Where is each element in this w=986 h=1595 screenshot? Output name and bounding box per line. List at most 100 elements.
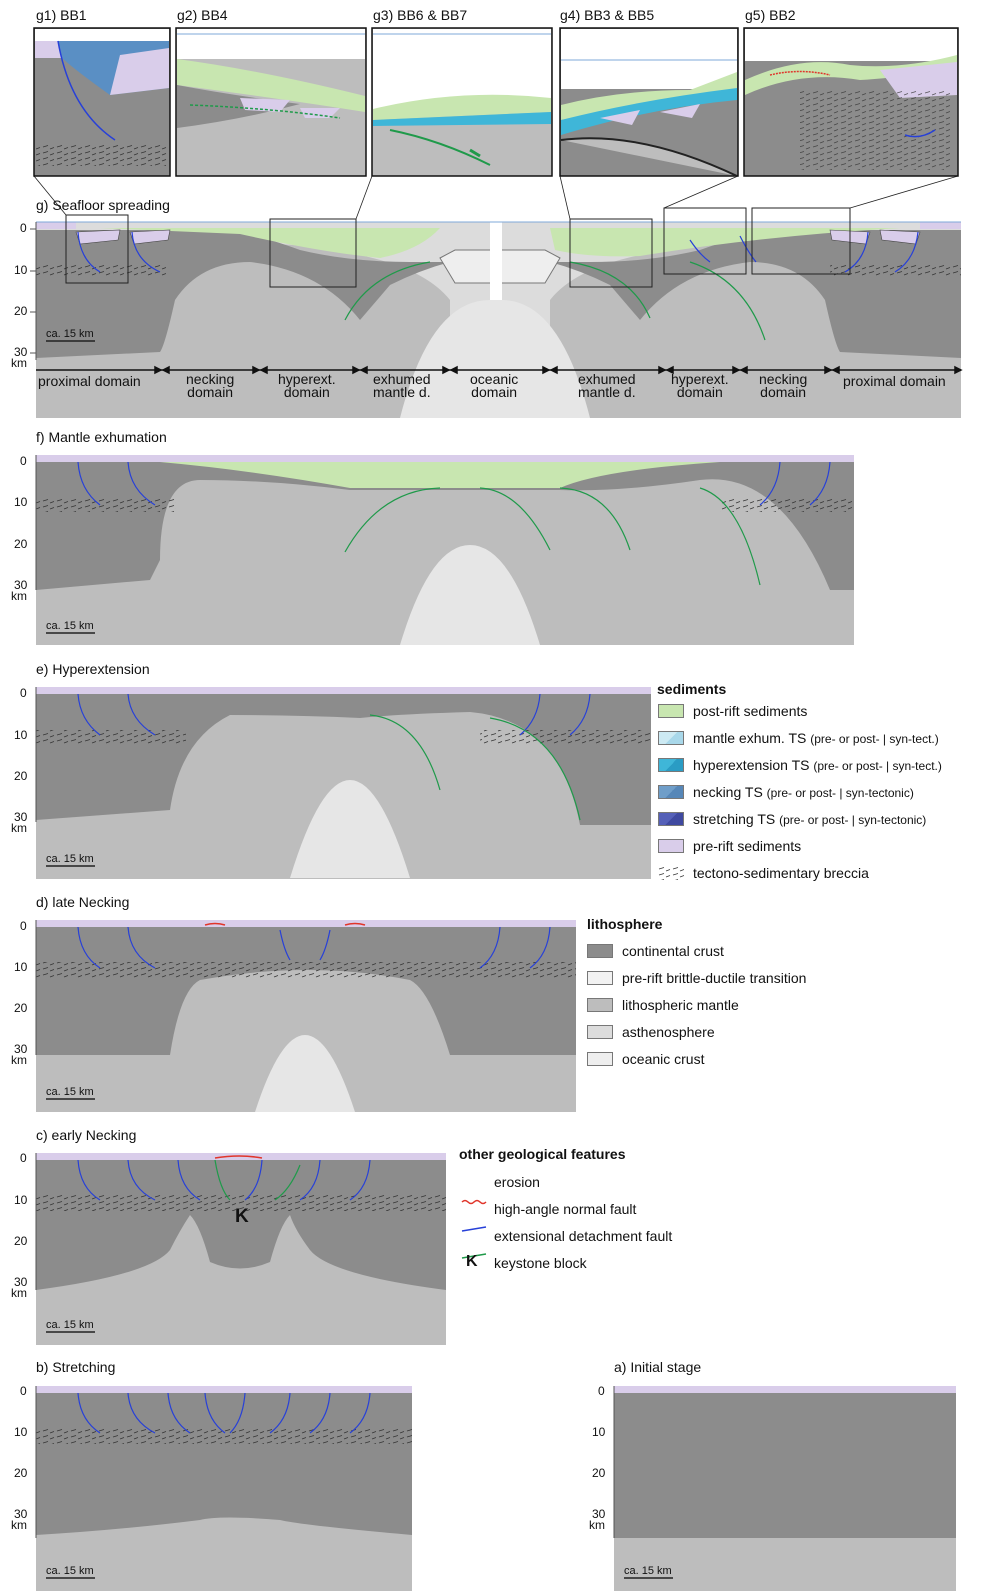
legend-sediments-title: sediments — [657, 681, 727, 697]
domain-proximal-right: proximal domain — [843, 373, 946, 389]
legend-breccia: tectono-sedimentary breccia — [693, 865, 869, 881]
continental-crust-right — [550, 230, 961, 358]
panel-title-a: a) Initial stage — [614, 1359, 702, 1375]
legend-keystone-symbol: K — [466, 1253, 478, 1270]
axis-tick-30: 30 — [592, 1507, 606, 1521]
section-a — [613, 1386, 956, 1591]
legend-lithosphere-title: lithosphere — [587, 916, 663, 932]
scale-bar-label: ca. 15 km — [46, 1565, 94, 1577]
legend-lithospheric-mantle: lithospheric mantle — [622, 997, 739, 1013]
panel-title-g5: g5) BB2 — [745, 7, 796, 23]
swatch-pre-rift — [658, 839, 684, 853]
axis-tick-0: 0 — [598, 1384, 605, 1398]
axis-tick-30: 30 — [14, 1275, 28, 1289]
scale-bar-label: ca. 15 km — [46, 1319, 94, 1331]
axis-unit: km — [11, 1286, 27, 1300]
domain-proximal-left: proximal domain — [38, 373, 141, 389]
swatch-asthenosphere — [587, 1025, 613, 1039]
axis-unit: km — [589, 1518, 605, 1532]
keystone-block-marker: K — [235, 1206, 249, 1227]
legend-keystone-block: keystone block — [494, 1255, 587, 1271]
legend-brittle-ductile: pre-rift brittle-ductile transition — [622, 970, 807, 986]
scale-bar-label: ca. 15 km — [46, 1086, 94, 1098]
legend-detachment-fault: extensional detachment fault — [494, 1228, 673, 1244]
swatch-necking — [658, 785, 684, 799]
panel-title-c: c) early Necking — [36, 1127, 137, 1143]
axis-tick-10: 10 — [14, 1193, 28, 1207]
section-c — [35, 1153, 446, 1345]
section-d — [35, 920, 576, 1112]
legend-asthenosphere: asthenosphere — [622, 1024, 715, 1040]
section-f — [35, 455, 854, 645]
axis-tick-30: 30 — [14, 345, 28, 359]
swatch-lithospheric-mantle — [587, 998, 613, 1012]
axis-unit: km — [11, 589, 27, 603]
panel-title-g: g) Seafloor spreading — [36, 197, 170, 213]
axis-tick-10: 10 — [592, 1425, 606, 1439]
panel-title-d: d) late Necking — [36, 894, 130, 910]
domain-hyperext-right: hyperext.domain — [671, 371, 729, 400]
legend-mantle-exhum: mantle exhum. TS (pre- or post- | syn-te… — [693, 730, 939, 746]
axis-tick-20: 20 — [14, 304, 28, 318]
axis-tick-0: 0 — [20, 454, 27, 468]
section-e — [35, 687, 651, 879]
axis-tick-20: 20 — [14, 769, 28, 783]
swatch-post-rift — [658, 704, 684, 718]
legend-erosion: erosion — [494, 1174, 540, 1190]
domain-hyperext-left: hyperext.domain — [278, 371, 336, 400]
legend-features-title: other geological features — [459, 1146, 626, 1162]
axis-unit: km — [11, 356, 27, 370]
panel-title-g4: g4) BB3 & BB5 — [560, 7, 655, 23]
axis-tick-30: 30 — [14, 578, 28, 592]
scale-bar-label: ca. 15 km — [46, 620, 94, 632]
axis-unit: km — [11, 1053, 27, 1067]
axis-tick-0: 0 — [20, 221, 27, 235]
legend-normal-fault: high-angle normal fault — [494, 1201, 637, 1217]
panel-title-b: b) Stretching — [36, 1359, 116, 1375]
legend-necking: necking TS (pre- or post- | syn-tectonic… — [693, 784, 914, 800]
axis-tick-30: 30 — [14, 810, 28, 824]
swatch-stretching — [658, 812, 684, 826]
panel-title-f: f) Mantle exhumation — [36, 429, 167, 445]
panel-title-e: e) Hyperextension — [36, 661, 150, 677]
legend-continental-crust: continental crust — [622, 943, 724, 959]
swatch-hyperextension — [658, 758, 684, 772]
insets — [33, 27, 959, 177]
axis-tick-10: 10 — [14, 960, 28, 974]
continental-crust-left — [36, 230, 450, 358]
scale-bar-label: ca. 15 km — [624, 1565, 672, 1577]
axis-tick-0: 0 — [20, 1384, 27, 1398]
swatch-oceanic-crust — [587, 1052, 613, 1066]
axis-tick-20: 20 — [14, 537, 28, 551]
axis-tick-10: 10 — [14, 728, 28, 742]
scale-bar-label: ca. 15 km — [46, 328, 94, 340]
axis-tick-20: 20 — [592, 1466, 606, 1480]
legend-stretching: stretching TS (pre- or post- | syn-tecto… — [693, 811, 927, 827]
legend-hyperextension: hyperextension TS (pre- or post- | syn-t… — [693, 757, 942, 773]
axis-tick-20: 20 — [14, 1234, 28, 1248]
axis-unit: km — [11, 1518, 27, 1532]
swatch-continental-crust — [587, 944, 613, 958]
axis-tick-20: 20 — [14, 1466, 28, 1480]
swatch-mantle-exhum — [658, 731, 684, 745]
axis-tick-20: 20 — [14, 1001, 28, 1015]
legend-pre-rift: pre-rift sediments — [693, 838, 802, 854]
feature-symbols — [461, 1199, 487, 1259]
panel-title-g2: g2) BB4 — [177, 7, 228, 23]
swatch-breccia — [658, 866, 684, 880]
legend-post-rift: post-rift sediments — [693, 703, 808, 719]
axis-tick-0: 0 — [20, 919, 27, 933]
legend-oceanic-crust: oceanic crust — [622, 1051, 705, 1067]
axis-tick-0: 0 — [20, 1151, 27, 1165]
axis-tick-30: 30 — [14, 1042, 28, 1056]
section-g — [30, 175, 963, 418]
scale-bar-label: ca. 15 km — [46, 853, 94, 865]
section-b — [35, 1386, 412, 1591]
axis-tick-10: 10 — [14, 263, 28, 277]
